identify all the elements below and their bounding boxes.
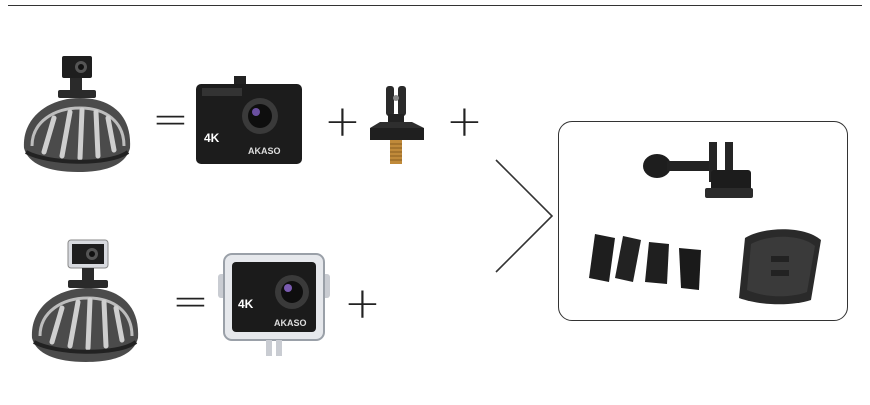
curved-adhesive-mount-icon [739, 229, 821, 305]
plus-sign: + [446, 96, 483, 147]
thumb-screw-buckle-icon [643, 142, 753, 198]
resolution-label: 4K [204, 131, 220, 145]
equals-sign: = [152, 94, 189, 145]
strap-icon [589, 234, 615, 282]
plus-sign: + [344, 278, 381, 329]
helmet-with-camera-icon [23, 56, 131, 172]
bare-camera-icon: 4K AKASO [196, 76, 302, 164]
chevron-right-icon [495, 159, 554, 273]
helmet-with-cased-camera-icon [31, 239, 139, 362]
strap-icon [645, 242, 669, 284]
tripod-adapter-icon [370, 86, 424, 164]
camera-in-waterproof-case-icon: 4K AKASO [218, 253, 330, 356]
top-divider [8, 5, 862, 6]
strap-icon [679, 248, 701, 290]
strap-icon [615, 236, 641, 282]
plus-sign: + [324, 96, 361, 147]
equals-sign: = [172, 276, 209, 327]
brand-label: AKASO [248, 146, 281, 156]
brand-label: AKASO [274, 318, 307, 328]
resolution-label: 4K [238, 297, 254, 311]
accessory-kit-panel [558, 121, 848, 321]
